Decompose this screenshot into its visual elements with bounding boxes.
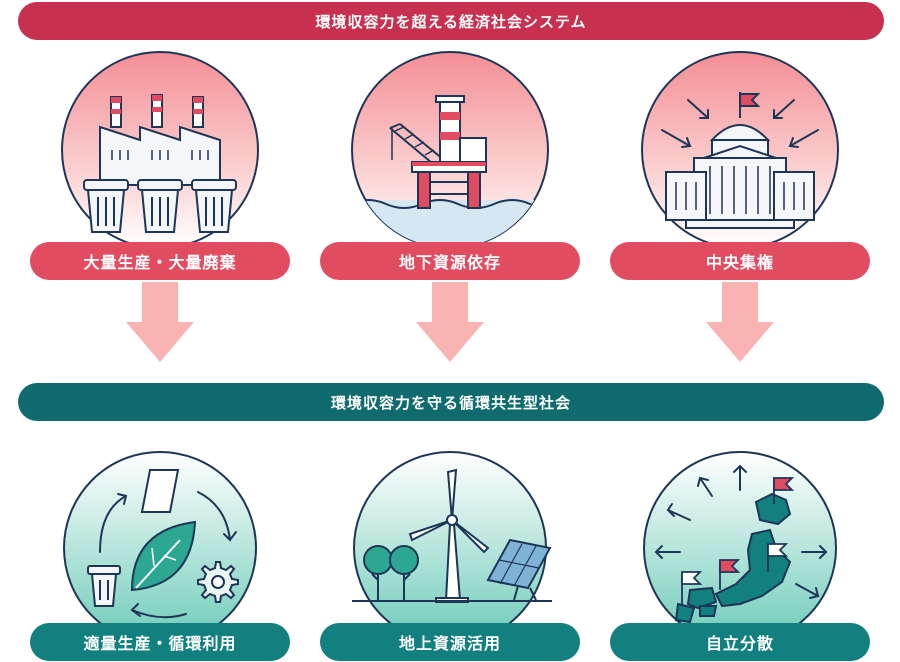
factory-icon [99,94,221,186]
down-arrow-2 [416,282,484,362]
label-mass-production: 大量生産・大量廃棄 [30,242,290,280]
trash-cans-icon [83,179,237,233]
label-surface-resources: 地上資源活用 [320,623,580,661]
parliament-building-icon [665,92,815,229]
leaf-icon [130,520,197,592]
arrows-outward-icon [654,464,828,599]
trash-can-icon [87,565,121,607]
label-centralization: 中央集権 [610,242,870,280]
arrows-inward-icon [661,99,819,148]
oil-rig-icon [389,95,487,209]
cycle-arrows-icon [99,491,237,619]
paper-icon [140,469,180,513]
down-arrow-1 [126,282,194,362]
flag-icons [681,477,795,604]
label-underground-resources: 地下資源依存 [320,242,580,280]
tree-icon [363,545,419,600]
top-banner: 環境収容力を超える経済社会システム [18,2,884,40]
down-arrow-3 [706,282,774,362]
solar-panel-icon [486,538,552,601]
gear-icon [197,561,239,603]
label-circular-use: 適量生産・循環利用 [30,623,290,661]
bottom-banner: 環境収容力を守る循環共生型社会 [18,383,884,421]
label-self-reliance: 自立分散 [610,623,870,661]
wave-line [352,199,548,209]
